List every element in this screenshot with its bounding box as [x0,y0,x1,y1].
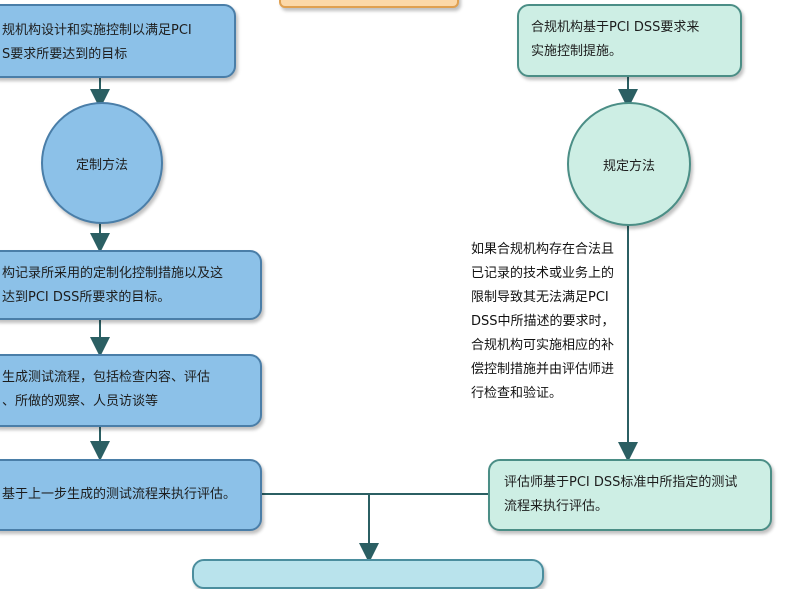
note-line: 限制导致其无法满足PCI [471,290,609,305]
assessor-line2: 流程来执行评估。 [504,499,609,514]
top-orange-box [279,0,459,8]
bottom-box [192,559,544,589]
record-line1: 构记录所采用的定制化控制措施以及这 [2,266,224,281]
goal-line2: S要求所要达到的目标 [2,47,128,62]
assessor-box: 评估师基于PCI DSS标准中所指定的测试 流程来执行评估。 [488,459,772,531]
note-line: 如果合规机构存在合法且 [471,242,615,257]
implement-box: 合规机构基于PCI DSS要求来 实施控制提施。 [517,4,742,77]
execute-label: 基于上一步生成的测试流程来执行评估。 [2,487,237,502]
note-line: 合规机构可实施相应的补 [471,338,615,353]
goal-box: 规机构设计和实施控制以满足PCI S要求所要达到的目标 [0,4,236,78]
goal-line1: 规机构设计和实施控制以满足PCI [2,23,192,38]
assessor-line1: 评估师基于PCI DSS标准中所指定的测试 [504,475,738,490]
note-line: 偿控制措施并由评估师进 [471,362,615,377]
test-procedure-line1: 生成测试流程，包括检查内容、评估 [2,370,211,385]
execute-box: 基于上一步生成的测试流程来执行评估。 [0,459,262,531]
compensating-controls-note: 如果合规机构存在合法且 已记录的技术或业务上的 限制导致其无法满足PCI DSS… [471,238,631,406]
prescribed-method-circle: 规定方法 [567,102,691,226]
custom-method-circle: 定制方法 [41,102,163,224]
test-procedure-box: 生成测试流程，包括检查内容、评估 、所做的观察、人员访谈等 [0,354,262,427]
record-line2: 达到PCI DSS所要求的目标。 [2,290,171,305]
record-box: 构记录所采用的定制化控制措施以及这 达到PCI DSS所要求的目标。 [0,250,262,320]
prescribed-method-label: 规定方法 [602,158,655,174]
implement-line1: 合规机构基于PCI DSS要求来 [531,20,700,35]
implement-line2: 实施控制提施。 [531,44,623,59]
note-line: DSS中所描述的要求时， [471,314,615,329]
test-procedure-line2: 、所做的观察、人员访谈等 [2,394,159,409]
note-line: 行检查和验证。 [471,386,563,401]
note-line: 已记录的技术或业务上的 [471,266,615,281]
custom-method-label: 定制方法 [75,157,128,173]
